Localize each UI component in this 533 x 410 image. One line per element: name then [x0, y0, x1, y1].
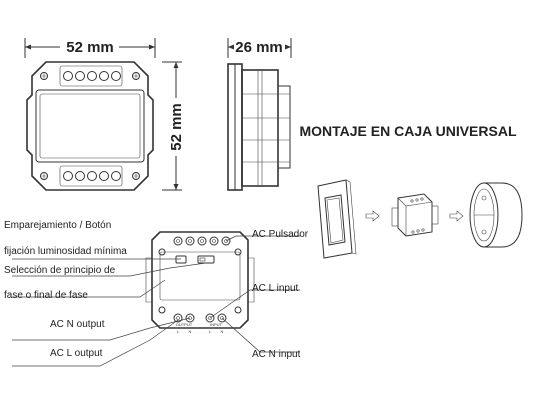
- n-in-mark: N: [221, 329, 224, 334]
- wiring-module: OUTPUT INPUT L N L N: [145, 231, 255, 334]
- screw-icon: [234, 248, 242, 256]
- phase-label-line1: Selección de principio de: [4, 265, 116, 276]
- mounting-illustration: [317, 179, 523, 259]
- module-3d: [391, 193, 439, 237]
- wall-switch: [317, 179, 357, 259]
- side-depth-dimension: 26 mm: [227, 38, 292, 58]
- output-mark: OUTPUT: [176, 322, 193, 327]
- n-out-mark: N: [189, 329, 192, 334]
- pairing-button: [175, 255, 187, 264]
- side-view: 26 mm: [227, 38, 292, 191]
- screw-icon: [158, 306, 166, 314]
- side-depth-label: 26 mm: [235, 39, 283, 56]
- wiring-top-terminals: [173, 236, 231, 246]
- mount-arrow-2: [449, 210, 464, 222]
- front-view: 52 mm 52 mm: [24, 38, 185, 191]
- front-height-dimension: 52 mm: [162, 61, 185, 191]
- ac-l-input-label: AC L input: [252, 283, 299, 294]
- input-mark: INPUT: [210, 322, 223, 327]
- front-body: [26, 61, 154, 191]
- front-bottom-terminals: [63, 171, 121, 181]
- ac-pushbutton-label: AC Pulsador: [252, 229, 309, 240]
- callout-labels: Emparejamiento / Botón fijación luminosi…: [4, 220, 309, 360]
- front-top-terminals: [63, 71, 121, 81]
- side-body: [227, 63, 291, 191]
- mount-arrow-1: [365, 210, 380, 222]
- leader-lines: [12, 235, 300, 367]
- wall-box: [469, 182, 523, 248]
- front-width-dimension: 52 mm: [24, 38, 156, 58]
- phase-label-line2: fase o final de fase: [4, 290, 88, 301]
- ac-n-input-label: AC N input: [252, 349, 301, 360]
- screw-icon: [158, 248, 166, 256]
- ac-l-output-label: AC L output: [50, 348, 103, 359]
- front-screws: [40, 72, 140, 180]
- l-out-mark: L: [177, 329, 180, 334]
- mounting-title: MONTAJE EN CAJA UNIVERSAL: [299, 123, 516, 139]
- front-width-label: 52 mm: [66, 39, 114, 56]
- wiring-bottom-terminals: [173, 313, 227, 323]
- front-height-label: 52 mm: [168, 103, 185, 151]
- ac-n-output-label: AC N output: [50, 319, 105, 330]
- screw-icon: [234, 306, 242, 314]
- pairing-label-line1: Emparejamiento / Botón: [4, 220, 111, 231]
- l-in-mark: L: [209, 329, 212, 334]
- phase-selector-switch: [197, 255, 215, 264]
- pairing-label-line2: fijación luminosidad mínima: [4, 246, 127, 257]
